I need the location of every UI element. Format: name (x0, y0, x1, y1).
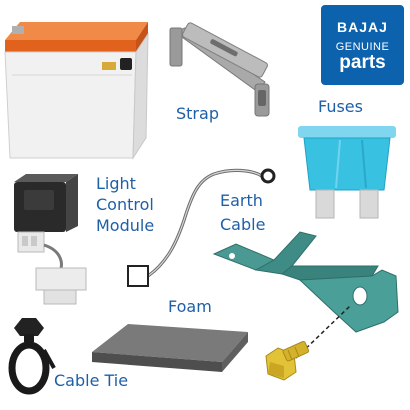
label-foam: Foam (168, 297, 212, 316)
logo-parts: parts (339, 52, 386, 73)
label-earth: Earth (220, 191, 263, 210)
label-module: Module (96, 216, 155, 235)
label-strap: Strap (176, 104, 219, 123)
bracket-icon (212, 231, 399, 333)
cable-tie-icon (8, 318, 56, 395)
label-cable: Cable (220, 215, 266, 234)
logo-sub: GENUINE (335, 41, 390, 53)
label-light-control-module: Light Control Module (96, 173, 154, 236)
label-earth-cable: Earth Cable (220, 189, 265, 237)
bolt-icon (265, 340, 310, 381)
strap-icon (169, 22, 270, 117)
label-light: Light (96, 174, 136, 193)
logo-brand: BAJAJ (337, 19, 388, 35)
bajaj-genuine-parts-logo: BAJAJ GENUINE parts (321, 5, 404, 85)
light-control-module-icon (14, 174, 87, 305)
label-fuses: Fuses (318, 97, 363, 116)
label-cable-tie: Cable Tie (54, 371, 129, 390)
fuse-icon (298, 126, 396, 219)
earth-cable-icon (127, 168, 276, 287)
foam-pad-icon (92, 324, 248, 372)
bolt-guide-line (295, 305, 351, 359)
battery-icon (4, 22, 149, 160)
label-control: Control (96, 195, 154, 214)
